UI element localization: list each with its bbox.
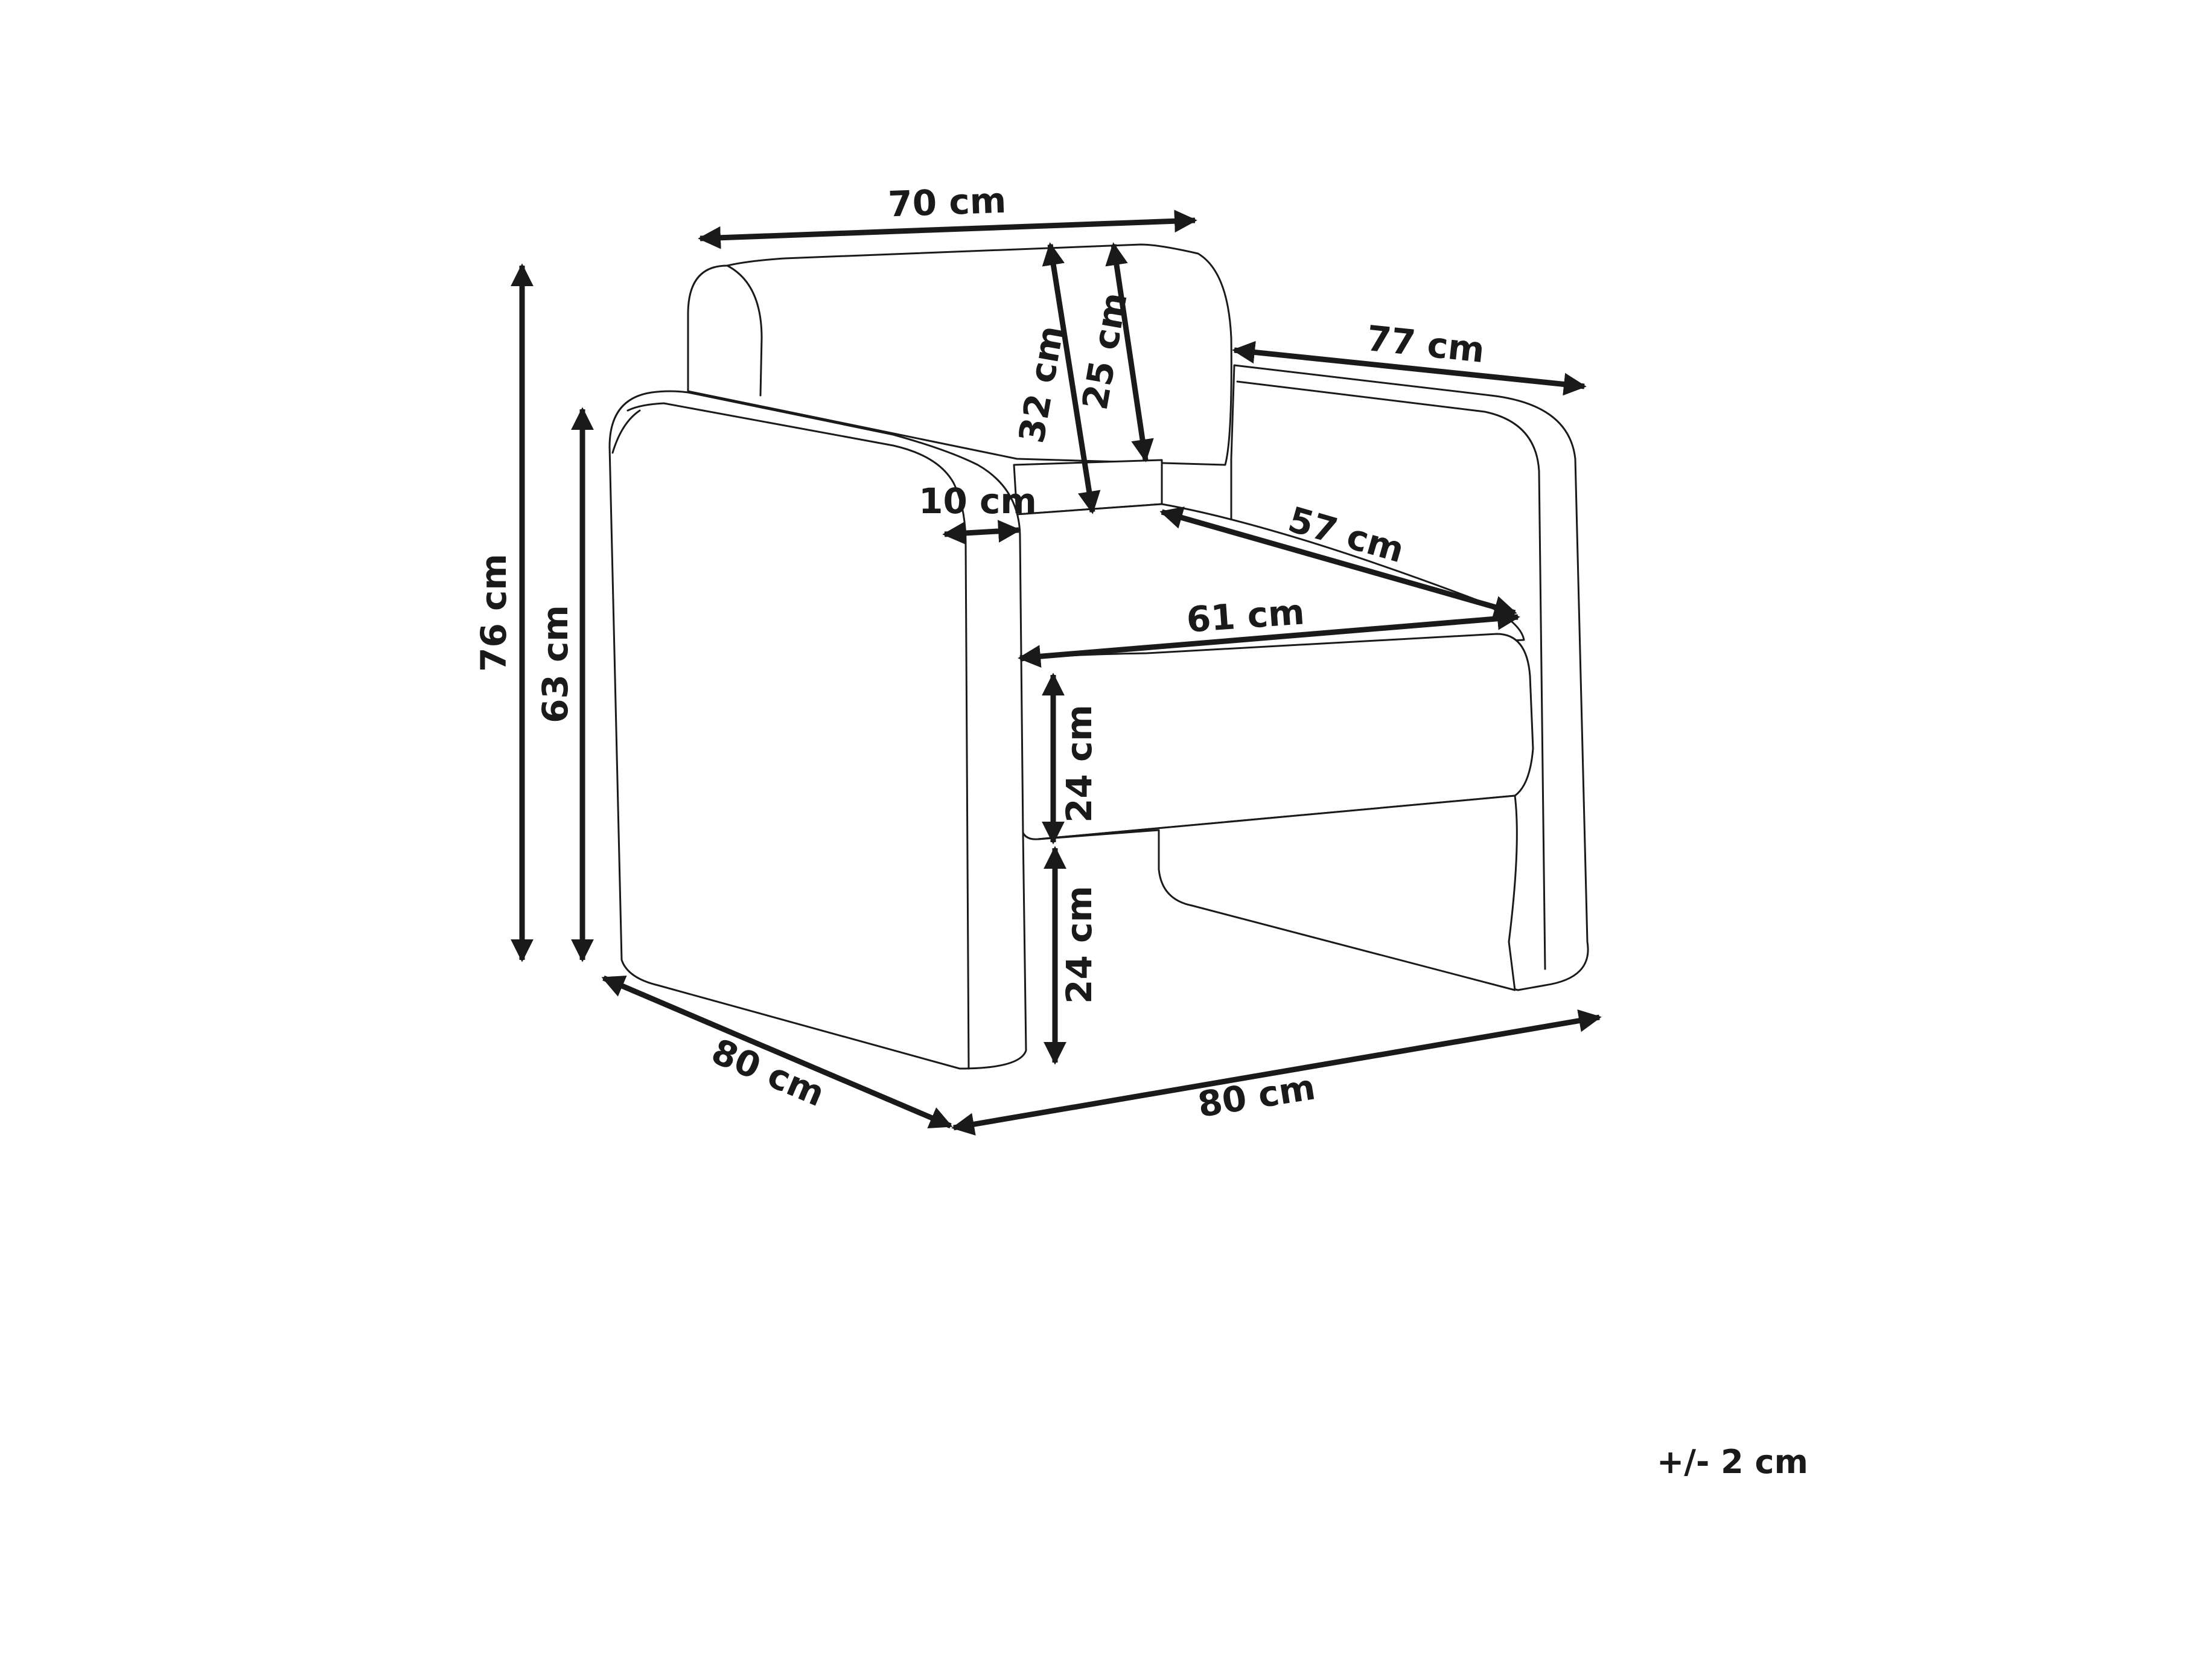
dim-line-armrest-width	[942, 520, 1021, 545]
dim-line-depth	[601, 975, 953, 1129]
left-armrest-front-edge	[611, 409, 641, 454]
label-armrest-height: 63 cm	[535, 605, 576, 723]
label-seat-width: 61 cm	[1185, 591, 1306, 640]
label-width: 80 cm	[1195, 1066, 1318, 1125]
label-backrest-width: 70 cm	[887, 180, 1007, 225]
dimension-lines	[511, 209, 1602, 1136]
label-depth: 80 cm	[706, 1031, 830, 1114]
dim-line-width	[951, 1009, 1602, 1136]
under-seat-panel	[1037, 794, 1518, 991]
dim-line-seat-width	[1018, 607, 1520, 668]
dim-line-seat-depth	[1159, 507, 1517, 618]
dim-line-backrest-height-inner	[1105, 242, 1154, 462]
right-side-inner-edge	[1236, 380, 1546, 970]
dim-line-side-depth	[1232, 340, 1587, 396]
left-armrest-edge	[626, 402, 970, 1070]
label-total-height: 76 cm	[473, 554, 514, 672]
label-side-depth: 77 cm	[1365, 318, 1487, 371]
label-seat-cushion-height: 24 cm	[1059, 705, 1100, 823]
dim-line-backrest-width	[698, 209, 1197, 249]
backrest-end-cap	[726, 264, 763, 397]
label-seat-height: 24 cm	[1059, 886, 1100, 1004]
label-armrest-width: 10 cm	[919, 481, 1037, 522]
tolerance-note: +/- 2 cm	[1657, 1443, 1808, 1481]
dim-line-backrest-height-outer	[1042, 242, 1101, 514]
left-armrest	[608, 390, 1027, 1070]
